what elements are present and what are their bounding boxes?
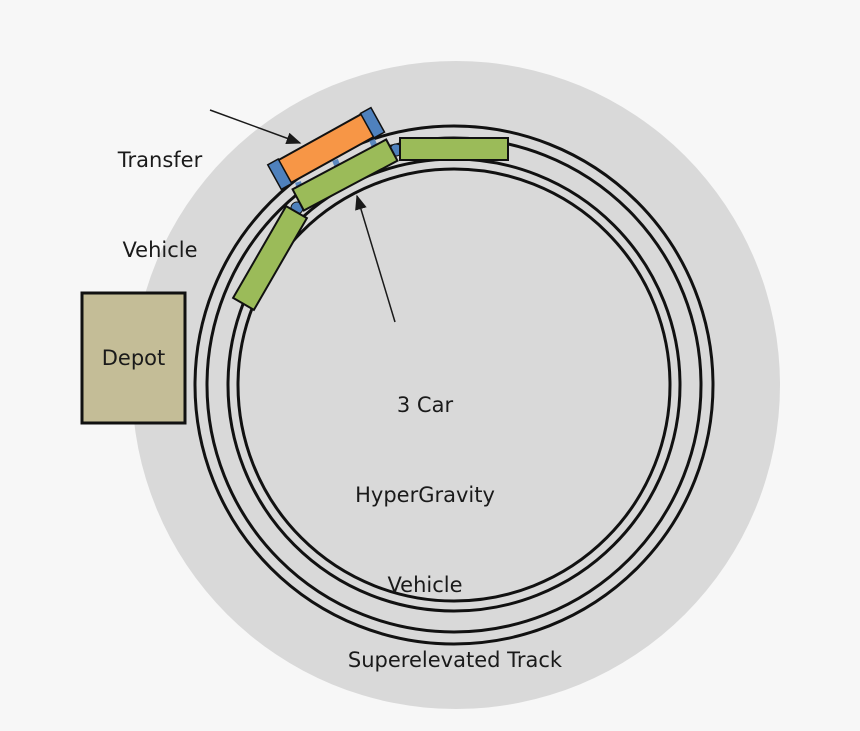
label-line: 3 Car bbox=[396, 393, 454, 417]
hypergravity-car-3 bbox=[399, 137, 509, 161]
rail-inner bbox=[236, 167, 672, 603]
transfer-arrow bbox=[209, 109, 302, 144]
coupler bbox=[359, 106, 386, 139]
coupler bbox=[266, 158, 293, 191]
rail-outer bbox=[193, 124, 715, 646]
hypergravity-arrow bbox=[355, 194, 396, 323]
hypergravity-car-1 bbox=[231, 204, 309, 312]
label-line: Transfer bbox=[117, 148, 203, 172]
hypergravity-vehicle-label: 3 Car HyperGravity Vehicle bbox=[335, 330, 515, 630]
label-line: Vehicle bbox=[387, 573, 463, 597]
label-line: Vehicle bbox=[122, 238, 198, 262]
transfer-vehicle-label: Transfer Vehicle bbox=[100, 85, 220, 295]
transfer-vehicle bbox=[266, 106, 386, 191]
depot-building bbox=[80, 291, 187, 425]
depot-label: Depot bbox=[101, 346, 166, 370]
hypergravity-car-2 bbox=[291, 138, 399, 212]
track-label: Superelevated Track bbox=[347, 648, 563, 672]
label-line: HyperGravity bbox=[355, 483, 495, 507]
